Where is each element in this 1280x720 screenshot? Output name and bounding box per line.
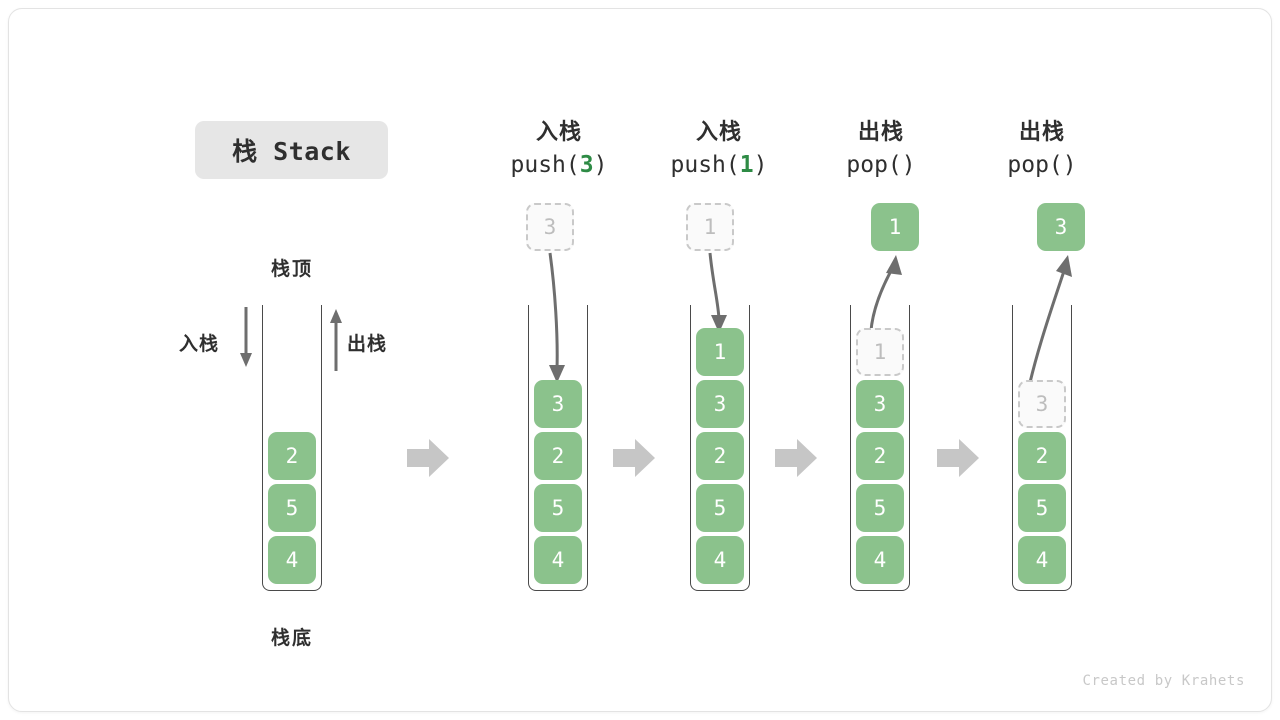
stack-node: 2 — [534, 432, 582, 480]
credit-text: Created by Krahets — [1082, 673, 1245, 689]
stack-frame-push-1 — [690, 305, 750, 591]
pop-direction-arrow — [330, 309, 342, 371]
code-pre: pop( — [846, 152, 902, 179]
floating-node-ghost: 1 — [686, 203, 734, 251]
caption-cn: 出栈 — [857, 119, 904, 144]
stack-node-ghost: 1 — [856, 328, 904, 376]
stack-node: 4 — [1018, 536, 1066, 584]
stack-node-ghost: 3 — [1018, 380, 1066, 428]
stack-node: 4 — [696, 536, 744, 584]
code-post: ) — [1062, 152, 1077, 179]
stack-node: 3 — [534, 380, 582, 428]
stack-node: 2 — [268, 432, 316, 480]
stack-top-label: 栈顶 — [270, 259, 313, 280]
stack-node: 4 — [268, 536, 316, 584]
stack-bottom-label: 栈底 — [270, 628, 313, 649]
column-caption-pop-1: 出栈 pop() — [796, 117, 966, 180]
code-arg: 3 — [579, 152, 594, 179]
stack-node: 4 — [534, 536, 582, 584]
stack-frame-pop-3 — [1012, 305, 1072, 591]
code-arg: 1 — [739, 152, 754, 179]
caption-code: push(1) — [634, 150, 804, 180]
stack-node: 3 — [696, 380, 744, 428]
stack-node: 5 — [1018, 484, 1066, 532]
caption-code: pop() — [796, 150, 966, 180]
push-direction-arrow — [240, 307, 252, 367]
floating-node-popped: 1 — [871, 203, 919, 251]
title-badge: 栈 Stack — [195, 121, 388, 179]
stack-frame-push-3 — [528, 305, 588, 591]
stack-frame-initial — [262, 305, 322, 591]
title-text: 栈 Stack — [232, 137, 351, 166]
caption-code: pop() — [957, 150, 1127, 180]
caption-cn: 入栈 — [535, 119, 582, 144]
code-post: ) — [593, 152, 608, 179]
flow-arrow-icon — [407, 439, 449, 477]
floating-node-popped: 3 — [1037, 203, 1085, 251]
diagram-card: 栈 Stack 栈顶 入栈 出栈 2 5 4 栈底 入栈 push(3) 3 3… — [8, 8, 1272, 712]
stack-node: 4 — [856, 536, 904, 584]
push-arrow-curve — [548, 252, 565, 383]
stack-frame-pop-1 — [850, 305, 910, 591]
stack-node: 5 — [856, 484, 904, 532]
floating-node-ghost: 3 — [526, 203, 574, 251]
column-caption-pop-3: 出栈 pop() — [957, 117, 1127, 180]
stack-node: 2 — [696, 432, 744, 480]
flow-arrow-icon — [775, 439, 817, 477]
push-direction-label: 入栈 — [179, 334, 220, 355]
caption-cn: 出栈 — [1018, 119, 1065, 144]
code-pre: push( — [670, 152, 740, 179]
code-pre: pop( — [1007, 152, 1063, 179]
stack-node: 2 — [856, 432, 904, 480]
stack-node: 3 — [856, 380, 904, 428]
stack-node: 2 — [1018, 432, 1066, 480]
flow-arrow-icon — [613, 439, 655, 477]
stack-node: 1 — [696, 328, 744, 376]
code-post: ) — [901, 152, 916, 179]
flow-arrow-icon — [937, 439, 979, 477]
column-caption-push-1: 入栈 push(1) — [634, 117, 804, 180]
stack-node: 5 — [534, 484, 582, 532]
code-pre: push( — [510, 152, 580, 179]
stack-node: 5 — [696, 484, 744, 532]
caption-code: push(3) — [474, 150, 644, 180]
stack-node: 5 — [268, 484, 316, 532]
pop-direction-label: 出栈 — [347, 334, 388, 355]
code-post: ) — [753, 152, 768, 179]
caption-cn: 入栈 — [695, 119, 742, 144]
column-caption-push-3: 入栈 push(3) — [474, 117, 644, 180]
push-arrow-curve — [708, 252, 727, 333]
